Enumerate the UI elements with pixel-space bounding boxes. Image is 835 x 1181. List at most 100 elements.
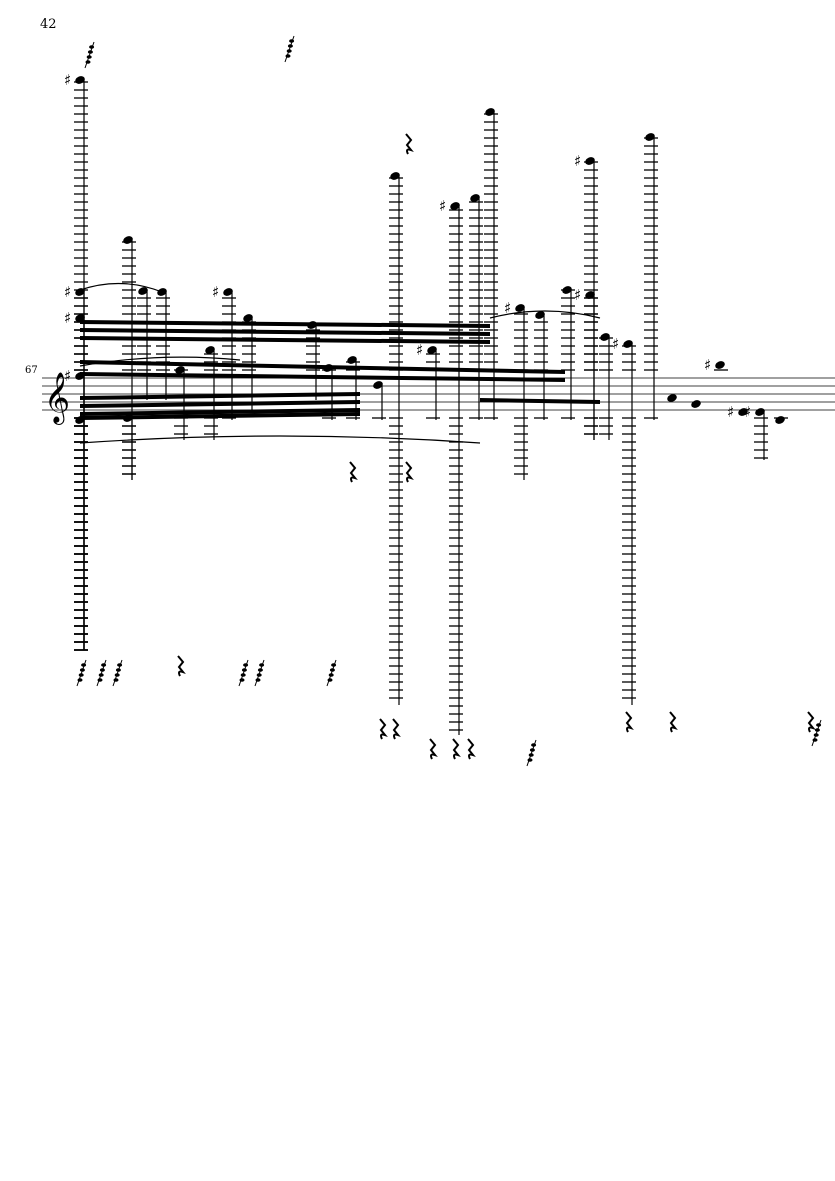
note: ♯ (727, 403, 748, 421)
notehead (123, 414, 133, 422)
rest-stroke (349, 461, 358, 483)
beam (80, 392, 360, 400)
note (691, 400, 701, 408)
note (346, 356, 360, 420)
notehead (775, 416, 785, 424)
notehead (75, 288, 85, 296)
beams (79, 282, 601, 444)
note (644, 133, 658, 420)
note: ♯ (504, 299, 528, 480)
notehead (323, 364, 333, 372)
beam (80, 328, 490, 336)
grace-notes-icon (254, 659, 265, 687)
notehead (600, 333, 610, 341)
notehead (75, 314, 85, 322)
grace-stem (811, 719, 822, 747)
tie (79, 282, 163, 293)
quarter-rest-icon (669, 711, 678, 733)
beam (80, 320, 490, 328)
notehead (347, 356, 357, 364)
tie (489, 310, 601, 319)
beam (80, 400, 360, 408)
quarter-rest-icon (405, 133, 414, 155)
notehead (373, 381, 383, 389)
notehead (645, 133, 655, 141)
quarter-rest-icon (405, 461, 414, 483)
notehead (450, 202, 460, 210)
grace-notes-icon (76, 659, 87, 687)
rest-stroke (452, 738, 461, 760)
tie (79, 356, 241, 367)
grace-stem (76, 659, 87, 687)
sharp-icon: ♯ (416, 341, 423, 359)
quarter-rest-icon (379, 718, 388, 740)
beam (480, 398, 600, 404)
notehead (470, 194, 480, 202)
sharp-icon: ♯ (439, 197, 446, 215)
sharp-icon: ♯ (704, 356, 711, 374)
note (156, 288, 170, 400)
note: ♯ (744, 403, 768, 460)
sharp-icon: ♯ (212, 283, 219, 301)
notehead (205, 346, 215, 354)
rest-stroke (392, 718, 401, 740)
notehead (307, 321, 317, 329)
beam (80, 408, 360, 416)
note (389, 172, 403, 705)
notehead (585, 291, 595, 299)
grace-stem (284, 35, 295, 63)
note (242, 314, 256, 410)
rest-stroke (625, 711, 634, 733)
rests (76, 35, 822, 767)
beam (80, 360, 565, 374)
notehead (75, 76, 85, 84)
note: ♯ (212, 283, 236, 420)
notehead (485, 108, 495, 116)
treble-clef-icon: 𝄞 (44, 372, 70, 425)
sharp-icon: ♯ (64, 71, 71, 89)
quarter-rest-icon (392, 718, 401, 740)
note (122, 414, 136, 480)
notehead (390, 172, 400, 180)
notehead (755, 408, 765, 416)
quarter-rest-icon (625, 711, 634, 733)
note (122, 236, 136, 480)
page-number: 42 (40, 17, 57, 32)
grace-stem (84, 41, 95, 69)
grace-notes-icon (326, 659, 337, 687)
rest-stroke (405, 461, 414, 483)
note (204, 346, 218, 440)
rest-stroke (429, 738, 438, 760)
notehead (75, 372, 85, 380)
notehead (562, 286, 572, 294)
beam (80, 336, 490, 344)
note (137, 287, 151, 400)
notehead (123, 236, 133, 244)
notehead (175, 366, 185, 374)
sharp-icon: ♯ (744, 403, 751, 421)
quarter-rest-icon (467, 738, 476, 760)
grace-stem (526, 739, 537, 767)
quarter-rest-icon (452, 738, 461, 760)
rest-stroke (669, 711, 678, 733)
notehead (223, 288, 233, 296)
notehead (691, 400, 701, 408)
beam (80, 372, 565, 382)
quarter-rest-icon (349, 461, 358, 483)
grace-notes-icon (96, 659, 107, 687)
notehead (138, 287, 148, 295)
note: ♯ (574, 286, 598, 440)
rest-stroke (379, 718, 388, 740)
note (306, 321, 320, 400)
sharp-icon: ♯ (64, 367, 71, 385)
sharp-icon: ♯ (504, 299, 511, 317)
notehead (738, 408, 748, 416)
notehead (243, 314, 253, 322)
quarter-rest-icon (429, 738, 438, 760)
note (469, 194, 483, 420)
notehead (667, 394, 677, 402)
rest-stroke (807, 711, 816, 733)
grace-notes-icon (112, 659, 123, 687)
rest-stroke (467, 738, 476, 760)
